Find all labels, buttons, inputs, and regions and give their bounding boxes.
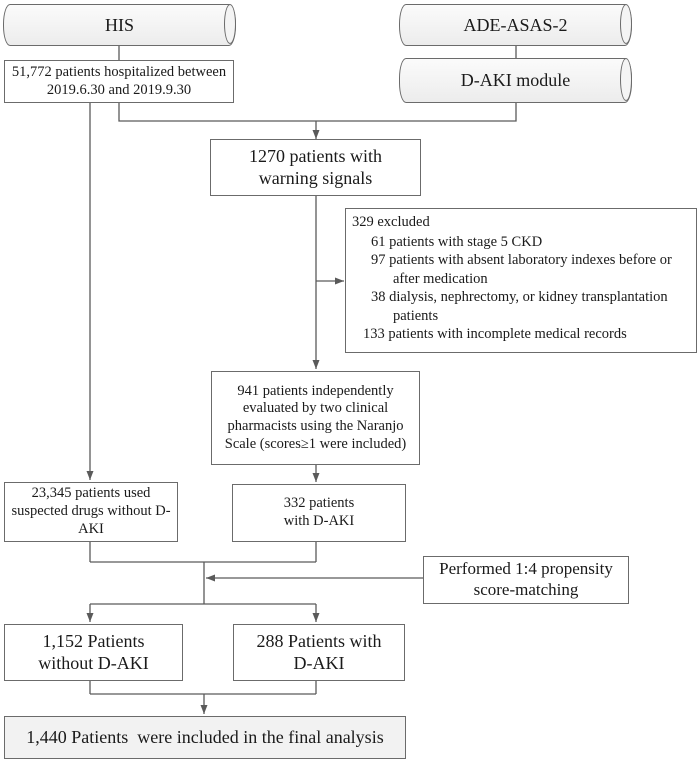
excluded-reason-continued: patients [393,307,439,324]
excluded-reason: patients with incomplete medical records [388,326,627,343]
matched-without-d-aki-text: 1,152 Patients without D-AKI [38,630,149,673]
excluded-header: 329 excluded [352,214,430,230]
excluded-item: 133 patients with incomplete medical rec… [352,325,690,344]
evaluated-box: 941 patients independently evaluated by … [211,371,420,465]
excluded-item: 38 dialysis, nephrectomy, or kidney tran… [352,288,690,325]
excluded-reason: dialysis, nephrectomy, or kidney transpl… [389,289,668,306]
excluded-count: 133 [363,326,385,343]
ade-asas-label: ADE-ASAS-2 [463,14,568,35]
propensity-matching-text: Performed 1:4 propensity score-matching [439,559,613,599]
excluded-item: 97 patients with absent laboratory index… [352,251,690,288]
excluded-reason-continued: after medication [393,270,488,287]
warning-signals-text: 1270 patients with warning signals [249,145,382,188]
excluded-reason: patients with stage 5 CKD [389,233,543,250]
his-database: HIS [3,4,236,46]
final-analysis-box: 1,440 Patients were included in the fina… [4,716,406,759]
without-d-aki-box: 23,345 patients used suspected drugs wit… [4,482,178,542]
with-d-aki-box: 332 patients with D-AKI [232,484,406,542]
excluded-count: 97 [371,252,386,269]
excluded-count: 38 [371,289,386,306]
matched-without-d-aki-box: 1,152 Patients without D-AKI [4,624,183,681]
final-analysis-text: 1,440 Patients were included in the fina… [26,726,384,747]
matched-with-d-aki-box: 288 Patients with D-AKI [233,624,405,681]
evaluated-text: 941 patients independently evaluated by … [224,382,407,452]
excluded-count: 61 [371,233,386,250]
without-d-aki-text: 23,345 patients used suspected drugs wit… [11,485,171,537]
excluded-reason: patients with absent laboratory indexes … [389,252,672,269]
with-d-aki-text: 332 patients with D-AKI [283,495,355,529]
warning-signals-box: 1270 patients with warning signals [210,139,421,196]
hospitalized-text: 51,772 patients hospitalized between 201… [11,63,227,98]
excluded-box: 329 excluded 61 patients with stage 5 CK… [345,208,697,353]
propensity-matching-box: Performed 1:4 propensity score-matching [423,556,629,604]
d-aki-module: D-AKI module [399,58,632,103]
matched-with-d-aki-text: 288 Patients with D-AKI [256,630,382,673]
his-label: HIS [104,14,134,35]
hospitalized-box: 51,772 patients hospitalized between 201… [4,60,234,103]
excluded-item: 61 patients with stage 5 CKD [352,233,690,252]
d-aki-module-label: D-AKI module [460,70,571,90]
ade-asas-database: ADE-ASAS-2 [399,4,632,46]
